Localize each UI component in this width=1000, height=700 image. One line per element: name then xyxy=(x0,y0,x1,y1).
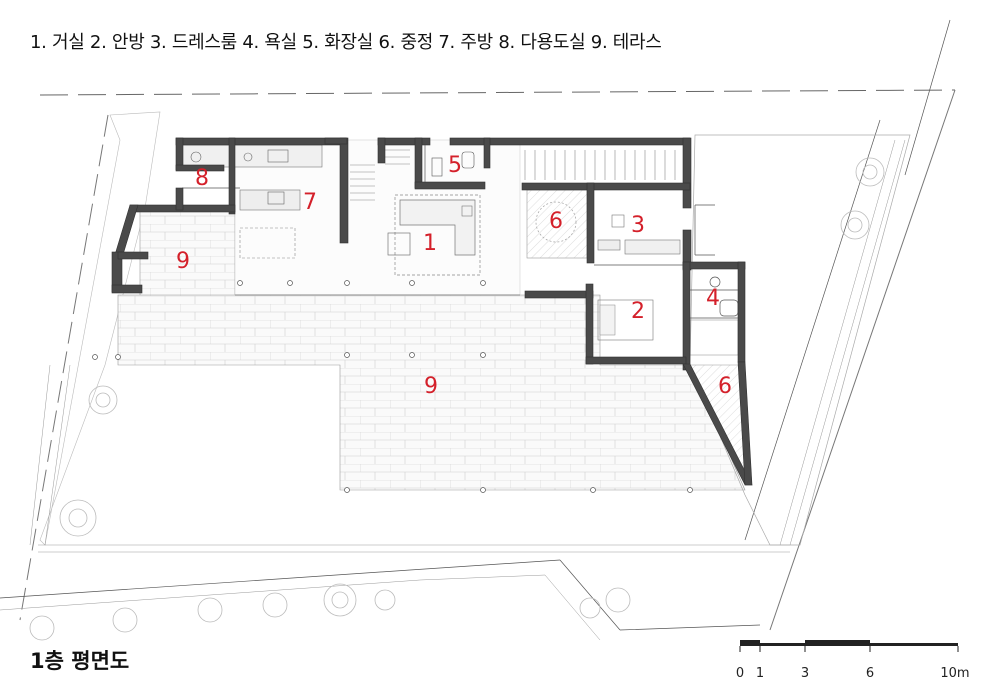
room-label-terrace-south: 9 xyxy=(424,374,438,399)
plan-title: 1층 평면도 xyxy=(30,649,130,673)
site-boundary xyxy=(0,19,956,641)
scale-tick-1: 1 xyxy=(756,666,764,681)
scale-tick-0: 0 xyxy=(736,666,744,681)
outer-lawn xyxy=(29,111,906,553)
scale-bar: 0 1 3 6 10m xyxy=(736,640,970,681)
dressroom-furniture xyxy=(597,214,681,255)
walls xyxy=(111,137,753,486)
room-label-utility: 8 xyxy=(195,166,209,191)
living-furniture xyxy=(239,194,481,276)
room-label-master-bedroom: 2 xyxy=(631,299,645,324)
room-label-courtyard-south: 6 xyxy=(718,374,732,399)
stairs xyxy=(350,149,676,201)
room-label-toilet: 5 xyxy=(448,153,462,178)
scale-tick-10m: 10m xyxy=(940,666,969,681)
room-label-courtyard-north: 6 xyxy=(549,209,563,234)
room-label-kitchen: 7 xyxy=(303,190,317,215)
trees xyxy=(29,157,885,641)
room-label-terrace-west: 9 xyxy=(176,249,190,274)
room-label-living: 1 xyxy=(423,231,437,256)
scale-tick-3: 3 xyxy=(801,666,809,681)
scale-tick-6: 6 xyxy=(866,666,874,681)
kitchen-counter xyxy=(181,144,323,211)
courtyard-north xyxy=(526,189,588,259)
room-label-dressroom: 3 xyxy=(631,213,645,238)
bedroom-furniture xyxy=(597,299,654,341)
room-label-bathroom: 4 xyxy=(706,286,720,311)
partitions xyxy=(235,145,738,319)
column-markers xyxy=(92,280,693,493)
room-legend: 1. 거실 2. 안방 3. 드레스룸 4. 욕실 5. 화장실 6. 중정 7… xyxy=(30,32,662,53)
